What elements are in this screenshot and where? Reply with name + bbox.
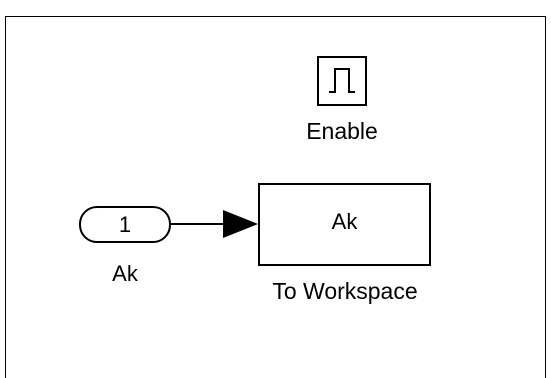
to-workspace-block[interactable]: Ak (258, 183, 431, 266)
subsystem-frame-right (545, 16, 546, 378)
to-workspace-block-label: To Workspace (272, 278, 418, 304)
inport-number: 1 (118, 212, 132, 237)
signal-arrowhead-icon (223, 210, 258, 238)
inport-block-label: Ak (112, 261, 138, 286)
subsystem-frame-left (5, 16, 6, 378)
subsystem-frame-top (5, 16, 546, 17)
workspace-variable-name: Ak (331, 209, 358, 234)
enable-port-block[interactable] (317, 56, 367, 106)
signal-line[interactable] (171, 223, 231, 225)
inport-block[interactable]: 1 (79, 206, 171, 243)
enable-block-label: Enable (306, 118, 378, 144)
pulse-icon (329, 68, 355, 93)
